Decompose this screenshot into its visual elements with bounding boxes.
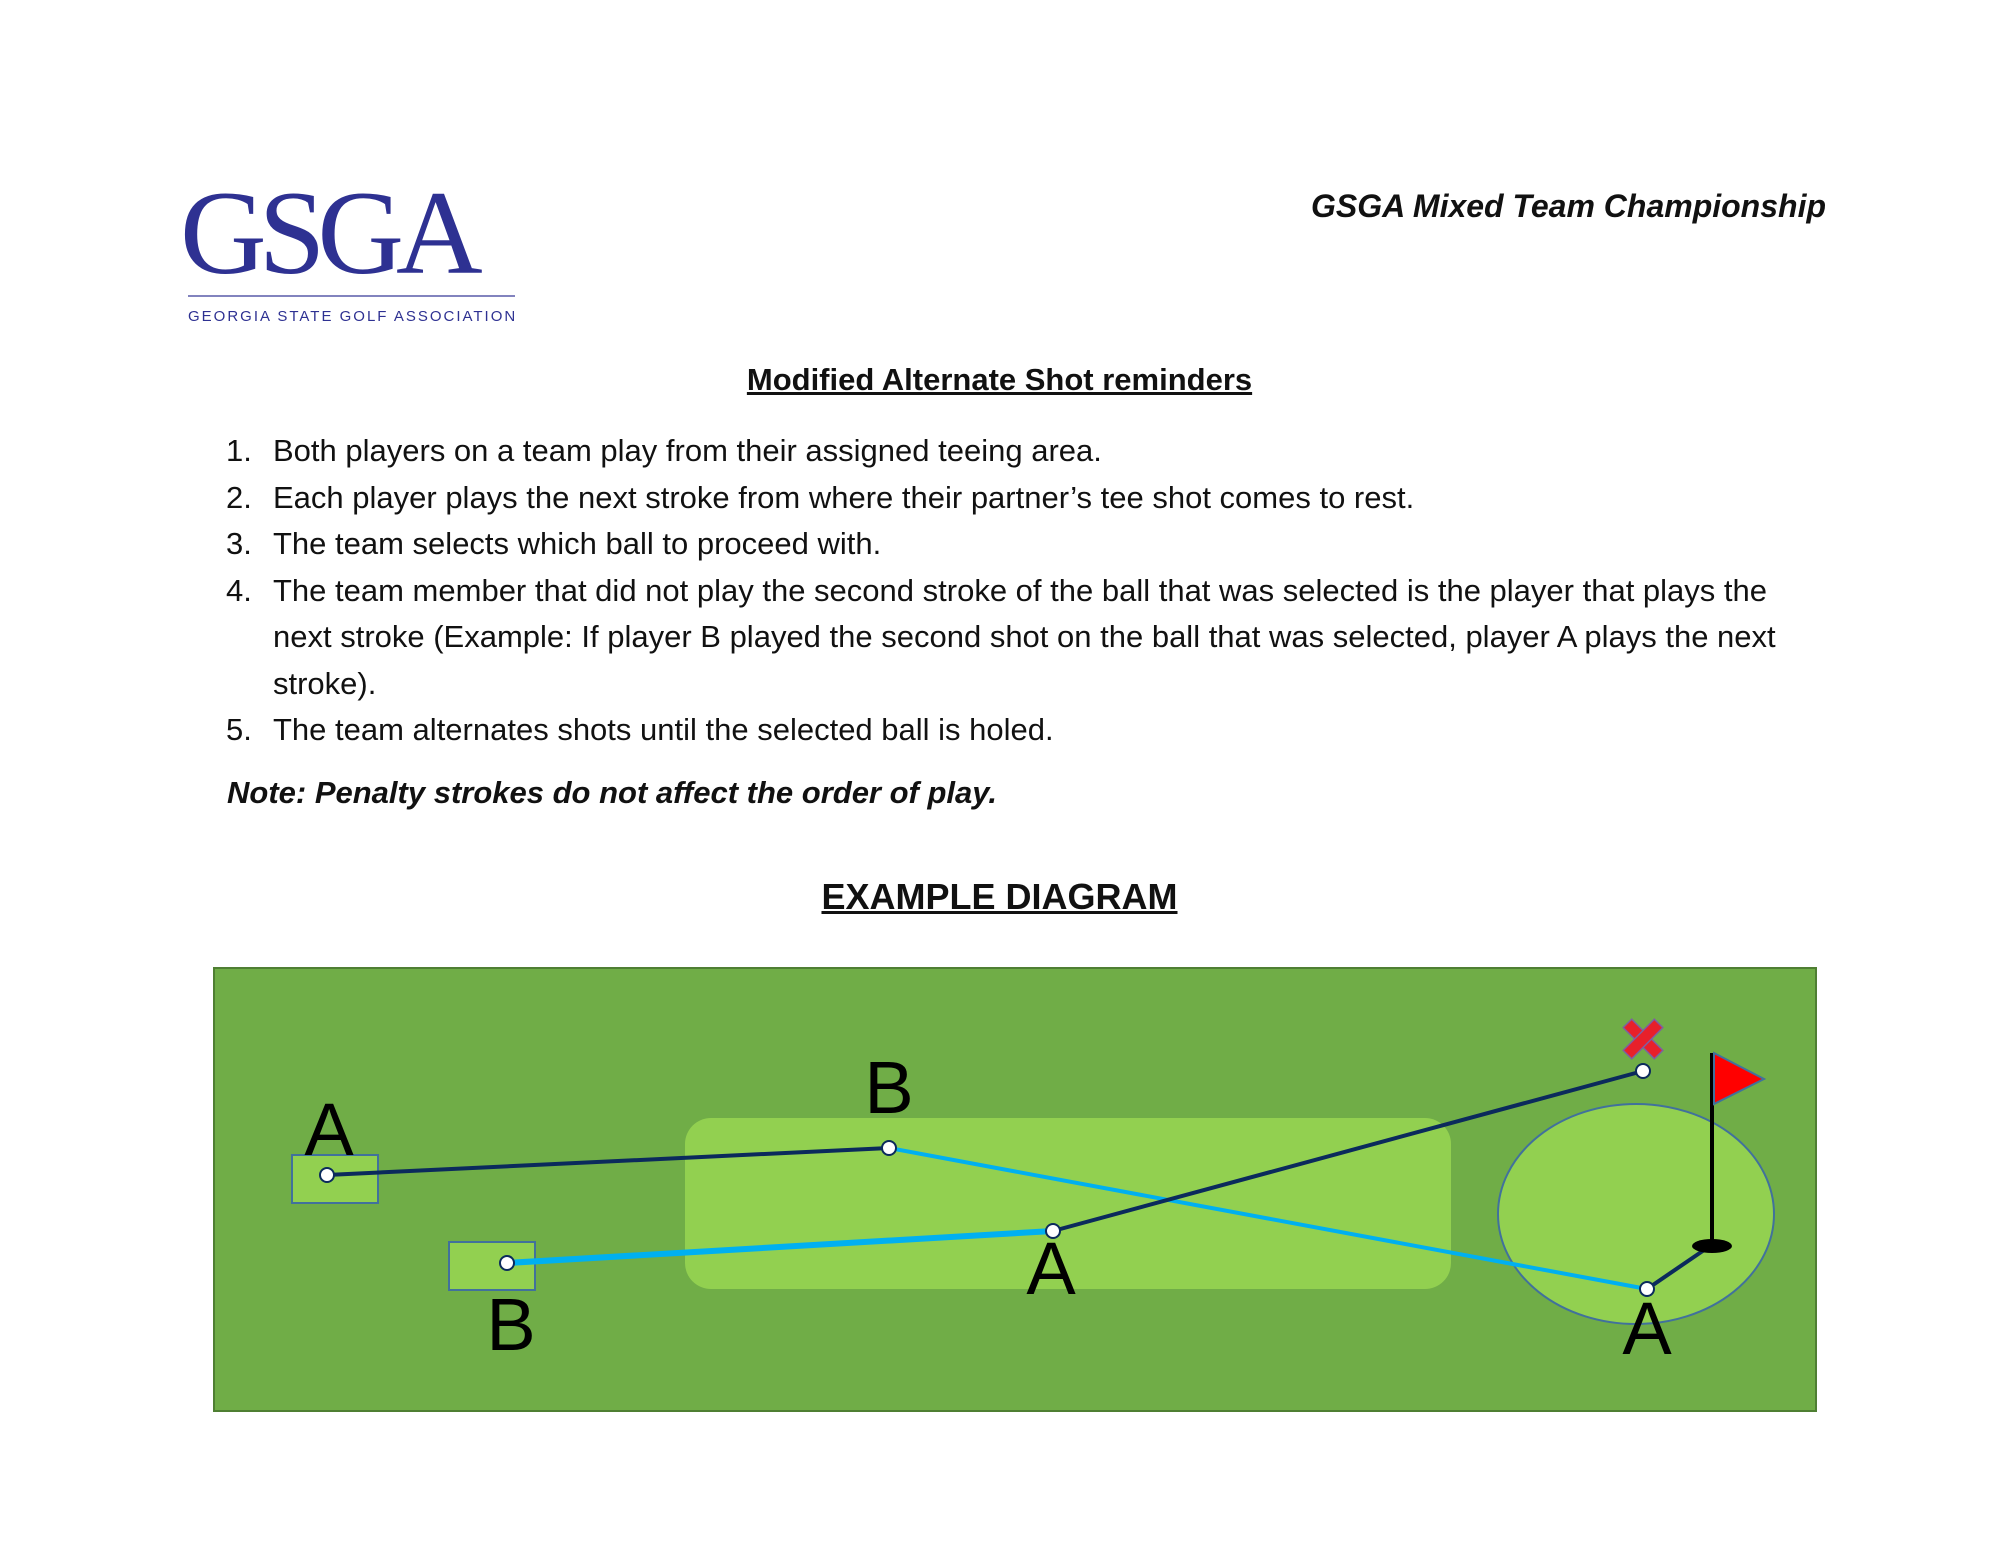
ball-a-tee xyxy=(319,1167,335,1183)
logo-wordmark: GSGA xyxy=(180,166,483,299)
list-item-number: 1. xyxy=(226,433,252,468)
list-item-text: Each player plays the next stroke from w… xyxy=(273,479,1415,515)
list-item-text: Both players on a team play from their a… xyxy=(273,433,1102,468)
ball-b-tee xyxy=(499,1255,515,1271)
logo-subtitle: GEORGIA STATE GOLF ASSOCIATION xyxy=(188,308,518,325)
tee-box-a xyxy=(291,1154,379,1204)
label-fairway-b: B xyxy=(864,1046,913,1129)
fairway xyxy=(685,1118,1451,1289)
tee-box-b xyxy=(448,1241,536,1291)
flag-icon xyxy=(1713,1051,1767,1106)
list-item-number: 3. xyxy=(226,526,252,561)
list-item: 1. Both players on a team play from thei… xyxy=(226,428,1826,475)
penalty-note: Note: Penalty strokes do not affect the … xyxy=(227,775,997,810)
list-item: 5. The team alternates shots until the s… xyxy=(226,707,1826,754)
shot-line-a-putt xyxy=(1645,1244,1712,1291)
reminders-list: 1. Both players on a team play from thei… xyxy=(226,428,1826,754)
list-item-text: The team selects which ball to proceed w… xyxy=(273,526,882,561)
gsga-logo: GSGA GEORGIA STATE GOLF ASSOCIATION xyxy=(180,166,520,328)
shot-line-b-tee xyxy=(506,1228,1054,1266)
list-item-number: 5. xyxy=(226,712,252,747)
shot-line-b-second xyxy=(888,1146,1648,1291)
ball-b-fairway xyxy=(881,1140,897,1156)
shot-line-a-tee xyxy=(326,1146,890,1177)
list-item: 4. The team member that did not play the… xyxy=(226,568,1826,708)
ball-a-fairway xyxy=(1045,1223,1061,1239)
list-item-text: The team member that did not play the se… xyxy=(273,572,1776,701)
label-green-a: A xyxy=(1622,1287,1672,1370)
list-item: 2. Each player plays the next stroke fro… xyxy=(226,475,1826,522)
event-title: GSGA Mixed Team Championship xyxy=(1310,188,1826,224)
list-item-text: The team alternates shots until the sele… xyxy=(273,712,1054,747)
label-tee-a: A xyxy=(304,1088,354,1171)
list-item: 3. The team selects which ball to procee… xyxy=(226,521,1826,568)
logo-divider xyxy=(188,295,515,297)
cross-icon xyxy=(1622,1018,1664,1060)
ball-green xyxy=(1639,1281,1655,1297)
ball-discarded xyxy=(1635,1063,1651,1079)
list-item-number: 4. xyxy=(226,572,252,608)
list-item-number: 2. xyxy=(226,479,252,515)
reminders-title: Modified Alternate Shot reminders xyxy=(746,362,1253,397)
label-tee-b: B xyxy=(486,1283,535,1366)
shot-line-a-second xyxy=(1052,1069,1644,1233)
green xyxy=(1497,1103,1775,1325)
diagram-title: EXAMPLE DIAGRAM xyxy=(821,876,1178,917)
example-diagram: A B B A A xyxy=(213,967,1817,1412)
label-fairway-a: A xyxy=(1026,1227,1076,1310)
